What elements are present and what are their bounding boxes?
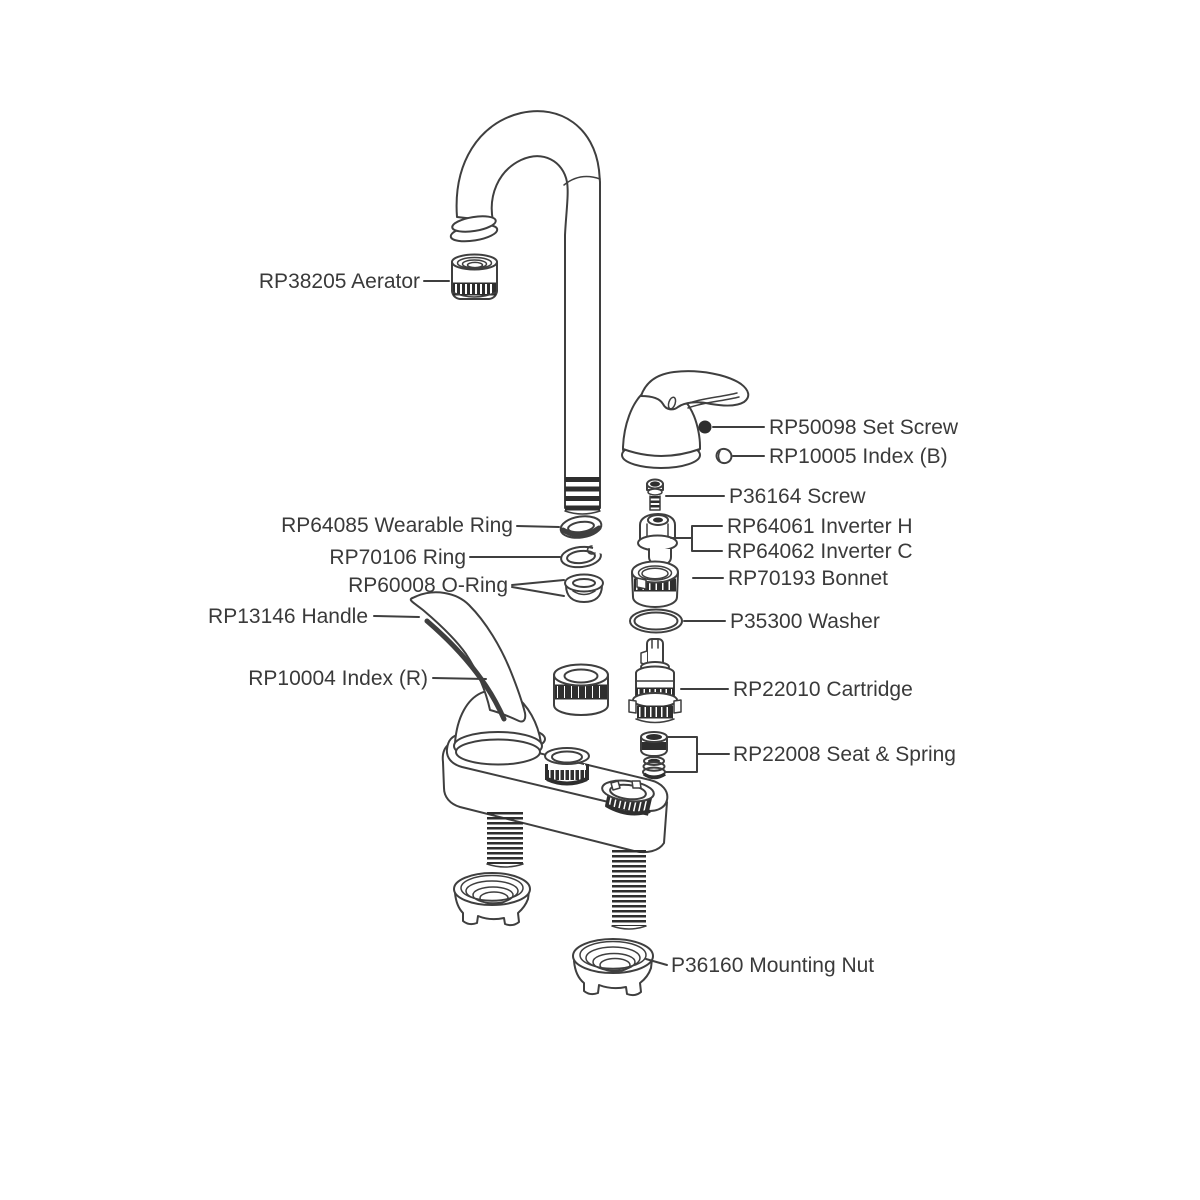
label-bonnet: RP70193 Bonnet xyxy=(728,567,888,590)
part-labels: RP38205 Aerator RP50098 Set Screw RP1000… xyxy=(208,270,959,977)
label-seat-spring: RP22008 Seat & Spring xyxy=(733,743,956,766)
o-ring-drawing xyxy=(564,573,604,603)
label-washer: P35300 Washer xyxy=(730,610,880,633)
mounting-nut-left-drawing xyxy=(453,872,531,927)
label-aerator: RP38205 Aerator xyxy=(259,270,420,293)
label-handle: RP13146 Handle xyxy=(208,605,368,628)
leader-lines xyxy=(373,280,765,966)
wearable-ring-drawing xyxy=(559,515,603,539)
label-index-r: RP10004 Index (R) xyxy=(248,667,428,690)
leader-o-ring xyxy=(511,579,565,597)
leader-bracket-seat-spring xyxy=(665,736,730,773)
washer-drawing xyxy=(629,608,683,634)
retainer-ring-drawing xyxy=(560,544,606,569)
label-o-ring: RP60008 O-Ring xyxy=(348,574,508,597)
label-set-screw: RP50098 Set Screw xyxy=(769,416,959,439)
index-b-drawing xyxy=(715,447,733,465)
spout-drawing xyxy=(449,110,601,515)
bonnet-drawing xyxy=(631,560,679,608)
handle-b-drawing xyxy=(621,370,750,469)
handle-r-drawing xyxy=(409,591,546,766)
set-screw-drawing xyxy=(698,420,712,434)
leader-bracket-inverter xyxy=(670,525,723,552)
label-cartridge: RP22010 Cartridge xyxy=(733,678,913,701)
label-inverter-h: RP64061 Inverter H xyxy=(727,515,913,538)
mounting-nut-bottom-drawing xyxy=(572,938,654,997)
seat-drawing xyxy=(640,731,668,757)
leader-index-r xyxy=(432,677,487,680)
spring-drawing xyxy=(642,756,666,780)
label-index-b: RP10005 Index (B) xyxy=(769,445,948,468)
label-ring: RP70106 Ring xyxy=(329,546,466,569)
leader-handle xyxy=(373,615,420,618)
label-screw: P36164 Screw xyxy=(729,485,866,508)
sleeve-drawing xyxy=(553,663,609,716)
label-mounting-nut: P36160 Mounting Nut xyxy=(671,954,874,977)
label-inverter-c: RP64062 Inverter C xyxy=(727,540,913,563)
leader-wearable-ring xyxy=(516,525,560,528)
cartridge-drawing xyxy=(628,638,682,724)
aerator-drawing xyxy=(451,253,498,300)
screw-drawing xyxy=(646,478,664,511)
leader-mounting-nut xyxy=(645,958,668,966)
inverter-drawing xyxy=(637,513,678,566)
label-wearable-ring: RP64085 Wearable Ring xyxy=(281,514,513,537)
